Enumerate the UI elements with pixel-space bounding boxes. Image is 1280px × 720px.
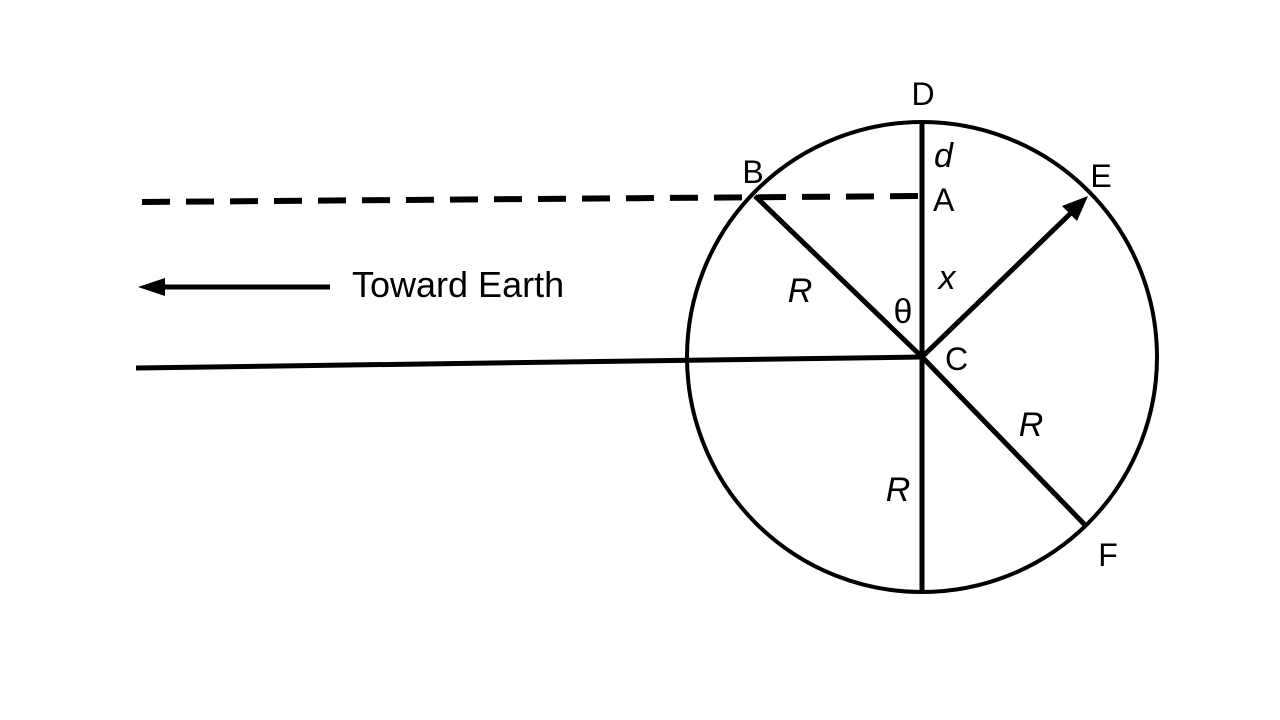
point-label-b: B xyxy=(742,154,763,190)
radius-cf-line xyxy=(920,355,1089,529)
point-label-d: D xyxy=(911,76,934,112)
ray-ce-arrowhead-icon xyxy=(1062,196,1088,221)
measure-label-x: x xyxy=(937,259,957,297)
point-label-a: A xyxy=(933,182,955,218)
radius-cb-line xyxy=(753,194,924,359)
radius-label-lower-right: R xyxy=(1019,406,1044,444)
radius-label-down: R xyxy=(886,471,911,509)
point-label-f: F xyxy=(1098,537,1118,573)
toward-earth-label: Toward Earth xyxy=(352,264,564,305)
incoming-ray-line xyxy=(135,354,923,371)
toward-earth-arrowhead-icon xyxy=(138,278,165,296)
ray-ce-line xyxy=(920,210,1074,359)
radius-label-upper-left: R xyxy=(788,272,813,310)
point-label-c: C xyxy=(945,341,968,377)
dashed-chord-line xyxy=(141,193,921,205)
point-label-e: E xyxy=(1090,158,1111,194)
measure-label-d: d xyxy=(934,137,954,175)
angle-label-theta: θ xyxy=(894,293,913,331)
